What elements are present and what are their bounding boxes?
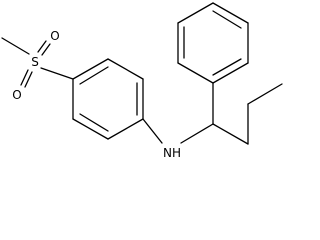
s-ring-bond — [40, 67, 74, 80]
ring-a-inner-bond-1 — [79, 66, 109, 85]
ring-n-bond — [142, 118, 163, 144]
propyl-chain — [212, 83, 283, 145]
ring-a-bond-4 — [107, 118, 144, 140]
ring-b-inner-bond-2 — [212, 10, 242, 29]
chain-bond-1 — [212, 123, 249, 145]
sulfur-atom-label: S — [31, 55, 39, 69]
sulfonyl-group: S O O — [12, 29, 74, 102]
n-ch-bond — [180, 123, 214, 144]
oxygen-upper-atom-label: O — [50, 29, 59, 43]
ring-b-inner-bond-3 — [212, 58, 242, 76]
phenyl-ring — [177, 2, 249, 125]
amine-linkage: NH — [142, 118, 214, 160]
ring-a-bond-5 — [72, 118, 109, 140]
ring-a-bond-2 — [107, 58, 144, 80]
aniline-ring — [72, 58, 144, 140]
s-o-upper-double-bond-a — [37, 40, 47, 53]
methyl-s-bond — [1, 37, 30, 55]
s-o-upper-double-bond-b — [41, 43, 51, 56]
s-o-lower-double-bond-b — [24, 71, 33, 88]
oxygen-lower-atom-label: O — [12, 88, 21, 102]
ring-b-bond-4 — [212, 2, 249, 24]
ring-a-inner-bond-3 — [79, 113, 109, 132]
ring-b-bond-1 — [177, 62, 214, 84]
nh-atom-label: NH — [163, 146, 181, 160]
ring-b-bond-6 — [212, 62, 249, 84]
methyl-group — [1, 37, 30, 55]
s-o-lower-double-bond-a — [20, 69, 29, 86]
ring-b-bond-3 — [177, 2, 214, 24]
ring-a-bond-1 — [72, 58, 109, 80]
chain-bond-3 — [247, 83, 283, 105]
chemical-structure-diagram: S O O NH — [1, 2, 283, 160]
